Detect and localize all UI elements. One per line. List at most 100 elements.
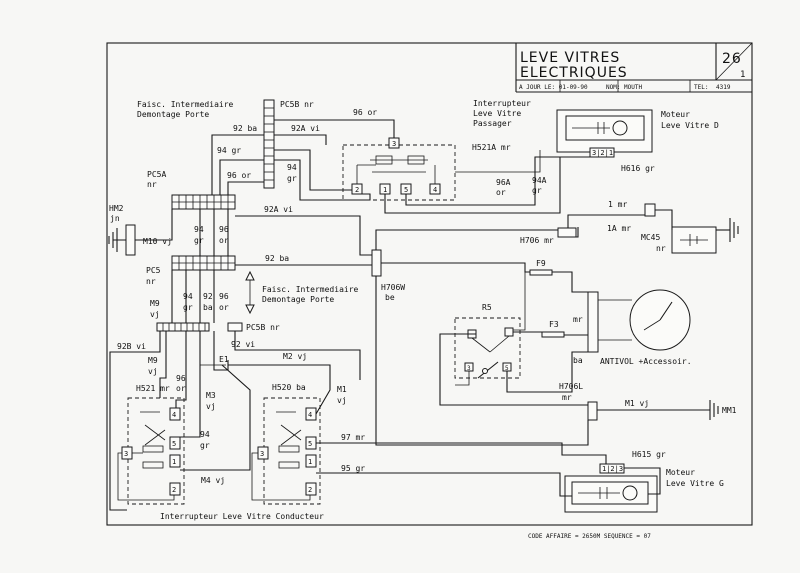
pin-r5-5: 5: [505, 365, 509, 372]
label-f9: F9: [536, 259, 546, 268]
label-94a: 94A: [532, 176, 547, 185]
label-b94gr: gr: [200, 441, 210, 450]
r5-relay-symbol: [454, 317, 521, 379]
label-h521: H521 mr: [136, 384, 170, 393]
label-h615: H615 gr: [632, 450, 666, 459]
label-96or: 96 or: [353, 108, 377, 117]
wires: [109, 119, 673, 511]
label-h520: H520 ba: [272, 383, 306, 392]
pin-pass-1: 1: [383, 186, 387, 194]
label-96-r: 96: [219, 225, 229, 234]
footer-code: CODE AFFAIRE = 2650M SEQUENCE = 07: [528, 533, 651, 540]
label-faisc-mid-2: Demontage Porte: [262, 295, 334, 304]
tel-value: 4319: [716, 84, 731, 91]
hm2-ground-symbol: [108, 224, 136, 256]
pin-sw-l-1: 1: [172, 458, 176, 466]
label-ba: ba: [573, 356, 583, 365]
label-f3: F3: [549, 320, 559, 329]
label-b94: 94: [200, 430, 210, 439]
f3-fuse: [541, 331, 565, 338]
label-m3: M3: [206, 391, 216, 400]
label-96or-mid: 96 or: [227, 171, 251, 180]
label-h706w: H706W: [381, 283, 405, 292]
pin-sw-l-4: 4: [172, 411, 176, 419]
label-hm2-jn: jn: [110, 214, 120, 223]
label-faisc-top-1: Faisc. Intermediaire: [137, 100, 234, 109]
pin-sw-l-5: 5: [172, 440, 176, 448]
switch-h520-symbol: [257, 397, 321, 505]
label-c92: 92: [203, 292, 213, 301]
f9-fuse: [529, 269, 553, 276]
tel-label: TEL:: [694, 84, 708, 91]
label-96a-or: or: [496, 188, 506, 197]
label-pc5: PC5: [146, 266, 161, 275]
label-92a-mid: 92A vi: [264, 205, 293, 214]
sheet-number: 26: [722, 51, 742, 67]
date-label: A JOUR LE: 01-09-90: [519, 84, 588, 91]
label-mc45: MC45: [641, 233, 660, 242]
label-pc5a: PC5A: [147, 170, 166, 179]
label-m9b: M9: [148, 356, 158, 365]
pin-sw-r-3: 3: [260, 450, 264, 458]
h706w-connector: [371, 249, 382, 277]
label-pc5-nr: nr: [146, 277, 156, 286]
title-line-1: LEVE VITRES: [520, 50, 620, 66]
label-hm2: HM2: [109, 204, 124, 213]
label-92ba-2: 92 ba: [265, 254, 289, 263]
label-h706l-mr: mr: [562, 393, 572, 402]
label-r5: R5: [482, 303, 492, 312]
pin-sw-r-4: 4: [308, 411, 312, 419]
label-mc45-nr: nr: [656, 244, 666, 253]
moteur-g-symbol: [564, 475, 658, 513]
label-94a-gr: gr: [532, 186, 542, 195]
title-block: LEVE VITRES ELECTRIQUES 26 1 A JOUR LE: …: [515, 42, 753, 93]
label-97: 97 mr: [341, 433, 365, 442]
label-m4: M4 vj: [201, 476, 225, 485]
pin-sw-l-2: 2: [172, 486, 176, 494]
switch-h521-symbol: [121, 397, 185, 505]
label-c94: 94: [183, 292, 193, 301]
label-h521-or: or: [176, 384, 186, 393]
label-faisc-mid-1: Faisc. Intermediaire: [262, 285, 359, 294]
label-m1-vj: vj: [337, 396, 347, 405]
label-1mr: 1 mr: [608, 200, 627, 209]
h615-pins: 1|2|3: [602, 465, 623, 473]
pin-sw-r-5: 5: [308, 440, 312, 448]
sheet-border: [106, 42, 753, 526]
label-m9-vj: vj: [150, 310, 160, 319]
label-interrupt-cond: Interrupteur Leve Vitre Conducteur: [160, 512, 324, 521]
label-mr: mr: [573, 315, 583, 324]
pc5b-mid-connector: [156, 322, 210, 332]
label-h616: H616 gr: [621, 164, 655, 173]
label-92a-top: 92A vi: [291, 124, 320, 133]
label-m9: M9: [150, 299, 160, 308]
label-e1: E1: [219, 355, 229, 364]
label-moteur-g-2: Leve Vitre G: [666, 479, 724, 488]
label-m10: M10 vj: [143, 237, 172, 246]
label-h521-96: 96: [176, 374, 186, 383]
pin-r5-3: 3: [467, 365, 471, 372]
label-94gr: 94 gr: [217, 146, 241, 155]
label-interrupt-pass-1: Interrupteur: [473, 99, 531, 108]
label-interrupt-pass-3: Passager: [473, 119, 512, 128]
title-line-2: ELECTRIQUES: [520, 65, 628, 81]
label-moteur-d-2: Leve Vitre D: [661, 121, 719, 130]
label-94-mid: 94: [287, 163, 297, 172]
antivol-symbol: [587, 289, 691, 353]
pin-pass-left: 2: [355, 186, 359, 194]
pc5b-top-connector: [263, 99, 275, 189]
label-moteur-d-1: Moteur: [661, 110, 690, 119]
moteur-d-pins: 3|2|1: [592, 149, 613, 157]
label-pc5b-mid: PC5B nr: [246, 323, 280, 332]
pin-pass-top: 3: [392, 140, 396, 148]
label-96a: 96A: [496, 178, 511, 187]
label-c96: 96: [219, 292, 229, 301]
label-h706: H706 mr: [520, 236, 554, 245]
label-interrupt-pass-2: Leve Vitre: [473, 109, 521, 118]
label-m3-vj: vj: [206, 402, 216, 411]
label-pc5a-nr: nr: [147, 180, 157, 189]
pin-sw-r-1: 1: [308, 458, 312, 466]
label-moteur-g-1: Moteur: [666, 468, 695, 477]
label-gr-l: gr: [194, 236, 204, 245]
